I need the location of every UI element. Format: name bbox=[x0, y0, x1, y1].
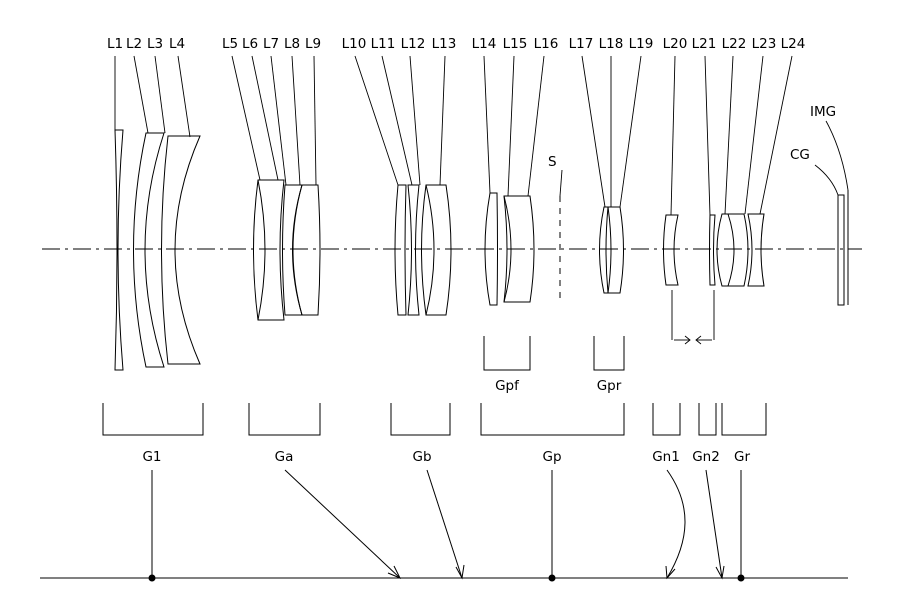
gn2-trajectory bbox=[705, 469, 723, 579]
gp-label: Gp bbox=[542, 449, 561, 465]
lens-l13 bbox=[421, 184, 452, 316]
lens-label: L15 bbox=[503, 36, 528, 52]
lens-l9 bbox=[292, 184, 321, 316]
ga-arrowhead bbox=[387, 565, 402, 579]
lens-label: L5 bbox=[222, 36, 238, 52]
lens-label: L23 bbox=[752, 36, 777, 52]
gn1-bracket bbox=[652, 403, 681, 436]
lens-l8 bbox=[282, 184, 303, 316]
gb-trajectory bbox=[426, 469, 463, 579]
lens-label: L9 bbox=[305, 36, 321, 52]
gn2-label: Gn2 bbox=[692, 449, 720, 465]
lens-label: L2 bbox=[126, 36, 142, 52]
ga-trajectory bbox=[284, 469, 401, 579]
lens-label: L16 bbox=[534, 36, 559, 52]
lens-l21 bbox=[709, 214, 716, 286]
lens-label: L21 bbox=[692, 36, 717, 52]
gn1-movement-arrows bbox=[671, 290, 715, 345]
gr-bracket bbox=[721, 403, 767, 436]
lens-l14 bbox=[484, 192, 498, 306]
lens-label: L12 bbox=[401, 36, 426, 52]
subgroup-labels: Gpf Gpr bbox=[495, 378, 622, 394]
lens-l20 bbox=[663, 214, 679, 286]
lens-l10 bbox=[394, 184, 407, 316]
lens-label: L4 bbox=[169, 36, 185, 52]
lens-l13-inner bbox=[425, 184, 435, 316]
group-labels: G1 Ga Gb Gp Gn1 Gn2 Gr bbox=[142, 449, 750, 465]
gb-label: Gb bbox=[412, 449, 431, 465]
lens-label: L6 bbox=[242, 36, 258, 52]
gb-arrowhead bbox=[455, 564, 465, 580]
lens-label: L20 bbox=[663, 36, 688, 52]
lens-label: L14 bbox=[472, 36, 497, 52]
gpf-label: Gpf bbox=[495, 378, 520, 394]
lens-label: L13 bbox=[432, 36, 457, 52]
cover-glass bbox=[837, 194, 845, 306]
gp-bracket bbox=[480, 403, 625, 436]
gpr-label: Gpr bbox=[597, 378, 622, 394]
gr-label: Gr bbox=[734, 449, 750, 465]
lens-l2 bbox=[133, 132, 165, 368]
lens-label: L19 bbox=[629, 36, 654, 52]
lens-l6-l7 bbox=[257, 179, 266, 321]
gn1-label: Gn1 bbox=[652, 449, 680, 465]
gn1-arrowhead bbox=[665, 565, 676, 580]
lens-l15-l16 bbox=[503, 195, 535, 303]
cover-glass-label: CG bbox=[790, 147, 810, 163]
ga-bracket bbox=[248, 403, 321, 436]
stop-label: S bbox=[548, 154, 557, 170]
lens-l22-inner bbox=[727, 213, 735, 287]
lens-label: L11 bbox=[371, 36, 396, 52]
lens-label: L7 bbox=[263, 36, 279, 52]
gb-bracket bbox=[390, 403, 451, 436]
lens-l22-l23 bbox=[716, 213, 749, 287]
g1-bracket bbox=[102, 403, 204, 436]
lens-l15-inner bbox=[503, 195, 512, 303]
lens-label: L8 bbox=[284, 36, 300, 52]
g1-label: G1 bbox=[142, 449, 161, 465]
gpr-bracket bbox=[593, 336, 625, 371]
lens-l3-l4 bbox=[161, 135, 201, 365]
gn2-bracket bbox=[698, 403, 717, 436]
lens-l11-l12 bbox=[407, 184, 420, 316]
lens-l1 bbox=[114, 129, 124, 371]
lens-label: L10 bbox=[342, 36, 367, 52]
g1-baseline-node bbox=[148, 574, 156, 582]
lens-l17 bbox=[599, 206, 609, 294]
lens-label: L3 bbox=[147, 36, 163, 52]
lens-label: L22 bbox=[722, 36, 747, 52]
lens-label: L24 bbox=[781, 36, 806, 52]
lens-label: L18 bbox=[599, 36, 624, 52]
gp-baseline-node bbox=[548, 574, 556, 582]
lens-label: L1 bbox=[107, 36, 123, 52]
lens-l24 bbox=[747, 213, 765, 287]
gn2-arrowhead bbox=[715, 565, 725, 580]
gn1-trajectory bbox=[666, 469, 686, 579]
ga-label: Ga bbox=[275, 449, 294, 465]
gr-baseline-node bbox=[737, 574, 745, 582]
lens-label: L17 bbox=[569, 36, 594, 52]
lens-l18-l19 bbox=[607, 206, 624, 294]
gpf-bracket bbox=[483, 336, 531, 371]
image-label: IMG bbox=[810, 104, 836, 120]
lens-l5 bbox=[253, 179, 285, 321]
lens-leader-lines bbox=[114, 55, 849, 216]
lens-label-row: L1 L2 L3 L4 L5 L6 L7 L8 L9 L10 L11 L12 L… bbox=[107, 36, 805, 52]
